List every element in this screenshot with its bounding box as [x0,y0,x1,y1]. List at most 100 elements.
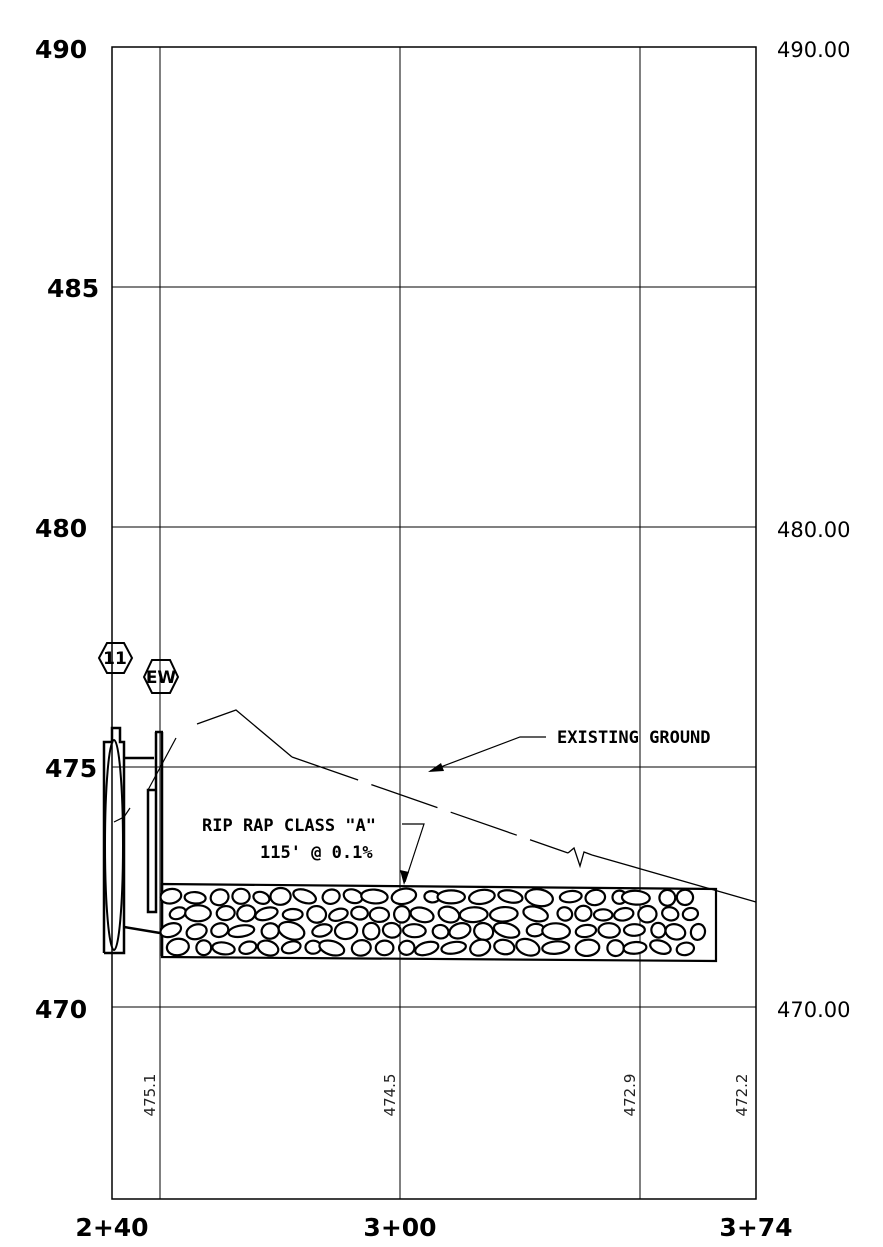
rip-rap-stone [431,923,450,940]
rip-rap-stone [252,890,271,905]
rip-rap-stone [269,886,292,906]
hexagon-tag-icon [97,642,134,674]
end-wall-outline [146,732,158,914]
rip-rap-stone [280,940,302,955]
existing-ground-segment [591,854,757,903]
rip-rap-stone [613,906,635,922]
rip-rap-stone [185,923,208,941]
structure-wall-outline [102,726,126,955]
rip-rap-stone [260,922,280,940]
rip-rap-stone [661,906,680,922]
rip-rap-stone [183,890,207,905]
rip-rap-stone [467,888,496,906]
rip-rap-stone [292,888,317,905]
right-elevation-axis: 490.00 480.00 470.00 [777,38,850,1022]
rip-rap-stone [620,889,651,906]
existing-ground-dashed-segment [291,756,569,854]
rip-rap-stone [393,904,411,924]
rip-rap-stone [649,939,672,955]
rip-rap-stone [541,940,571,955]
riprap-callout: RIP RAP CLASS "A" 115' @ 0.1% [202,816,425,885]
elevation-label-485: 485 [47,274,99,303]
rip-rap-stone [574,904,593,922]
rip-rap-stone [159,922,183,939]
ground-elevation-label: 475.1 [141,1074,159,1117]
rip-rap-stone [238,940,258,956]
rip-rap-stone [184,904,212,923]
pipe-structure-11 [102,726,161,955]
rip-rap-stone [469,938,492,957]
pipe-opening-ellipse [104,739,124,951]
rip-rap-stone [681,906,700,922]
rip-rap-stone [254,906,279,922]
end-wall-text: EW [146,668,177,688]
rip-rap-stone [448,922,472,940]
rip-rap-stone [397,939,416,956]
rip-rap-stone [159,887,183,905]
structure-number-text: 11 [103,649,127,669]
rip-rap-stone [414,940,440,957]
rip-rap-stone [256,939,280,957]
rip-rap-stone [281,907,304,922]
station-label-3-00: 3+00 [363,1213,436,1242]
elevation-label-475: 475 [45,754,97,783]
elevation-label-490-00: 490.00 [777,38,850,62]
elevation-label-470: 470 [35,995,87,1024]
rip-rap-stone [409,906,435,924]
structure-leader [113,807,131,823]
rip-rap-stone [227,924,256,939]
rip-rap-stone [321,888,341,906]
profile-frame [111,46,757,1200]
rip-rap-stone [541,922,571,941]
rip-rap-stone [436,889,466,905]
rip-rap-stone [558,889,583,904]
existing-ground-line [196,709,757,903]
rip-rap-stone [606,939,625,958]
rip-rap-stone [492,921,521,939]
rip-rap-stone [311,923,333,938]
structure-number-tag: 11 [97,642,134,674]
rip-rap-stone [195,939,213,957]
rip-rap-stone [209,888,230,907]
riprap-label-line2: 115' @ 0.1% [260,843,373,863]
existing-ground-callout: EXISTING GROUND [428,728,711,772]
elevation-label-490: 490 [35,35,87,64]
grid [111,46,757,1200]
rip-rap-stone [390,887,418,906]
rip-rap-stone [437,905,461,924]
rip-rap-stone [368,906,391,924]
rip-rap-stone [522,905,549,923]
rip-rap-stone [488,905,519,923]
elevation-label-480-00: 480.00 [777,518,850,542]
existing-ground-segment [196,709,293,758]
existing-ground-label: EXISTING GROUND [557,728,711,748]
rip-rap-stone [350,905,369,921]
rip-rap-stone [231,887,251,905]
rip-rap-stone [236,904,257,923]
riprap-label-line1: RIP RAP CLASS "A" [202,816,376,836]
left-elevation-axis: 490 485 480 475 470 [35,35,99,1024]
rip-rap-stone [689,922,707,942]
rip-rap-stone [497,889,524,904]
rip-rap-stone [210,922,230,939]
rip-rap-stone [333,921,359,941]
rip-rap-stone [658,888,677,907]
end-wall-leader [147,737,177,791]
rip-rap-stone [458,906,489,924]
rip-rap-channel [159,882,718,963]
rip-rap-stone [211,941,236,956]
existing-ground-leader [429,736,546,772]
ground-elevation-label: 472.2 [733,1074,751,1117]
rip-rap-stone [592,908,614,922]
rip-rap-stone [362,921,381,941]
rip-rap-stone [165,937,190,957]
station-axis: 2+40 3+00 3+74 [75,1213,792,1242]
rip-rap-stone [524,888,554,908]
rip-rap-stone [574,923,598,939]
elevation-label-470-00: 470.00 [777,998,850,1022]
rip-rap-stone [360,888,389,905]
rip-rap-stone [515,937,541,957]
existing-ground-break-symbol [567,846,593,869]
elevation-label-480: 480 [35,514,87,543]
